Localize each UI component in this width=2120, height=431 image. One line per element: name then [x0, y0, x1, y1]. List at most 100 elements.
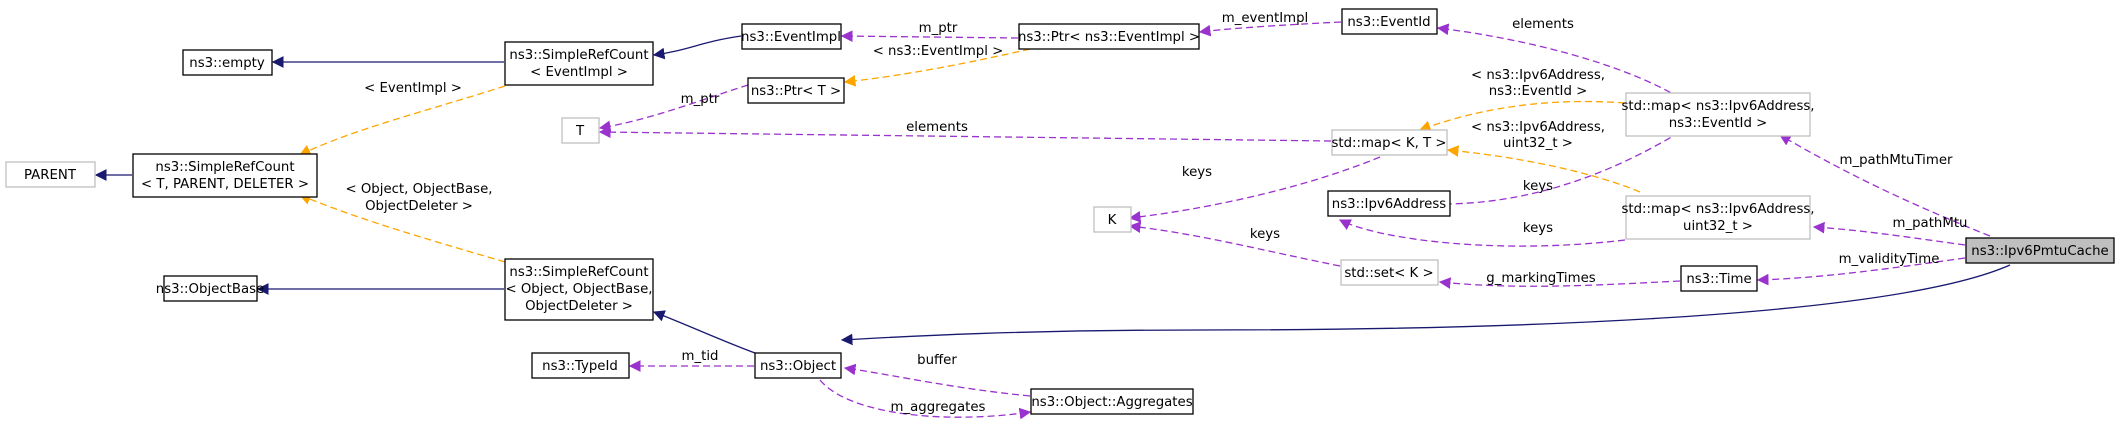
- edge-label-keys-2: keys: [1523, 179, 1553, 194]
- edge-label-eventimpl-tmpl: < EventImpl >: [364, 81, 462, 96]
- edge-label-m-ptr-1: m_ptr: [919, 21, 958, 36]
- node-set-k[interactable]: std::set< K >: [1340, 259, 1439, 286]
- edge-m-ptr-eventimpl: [840, 30, 1019, 42]
- node-objectbase-label: ns3::ObjectBase: [156, 282, 264, 297]
- node-simplerefcount-object[interactable]: ns3::SimpleRefCount < Object, ObjectBase…: [504, 258, 654, 321]
- edges: [94, 21, 2011, 420]
- edge-label-m-pathmtu: m_pathMtu: [1893, 216, 1968, 231]
- node-eventimpl[interactable]: ns3::EventImpl: [741, 23, 842, 50]
- edge-object-to-simplerefcount-object: [652, 310, 756, 354]
- node-t-label: T: [575, 124, 585, 139]
- node-eventid[interactable]: ns3::EventId: [1341, 8, 1438, 35]
- edge-pathmtutimer: [1778, 134, 1991, 237]
- node-simplerefcount-object-line-1: ns3::SimpleRefCount: [509, 265, 648, 280]
- node-map-kt[interactable]: std::map< K, T >: [1331, 129, 1448, 156]
- edge-g-markingtimes: [1438, 277, 1681, 289]
- node-ipv6address-label: ns3::Ipv6Address: [1332, 197, 1446, 212]
- edge-pathmtu: [1812, 221, 1966, 246]
- edge-label-tmpl-uint32-1: < ns3::Ipv6Address,: [1471, 120, 1605, 135]
- edge-eventimpl-to-simplerefcount: [652, 35, 742, 60]
- node-ptr-eventimpl[interactable]: ns3::Ptr< ns3::EventImpl >: [1018, 23, 1200, 50]
- edge-label-m-tid: m_tid: [682, 349, 719, 364]
- edge-keys-uint32-ipv6: [1338, 219, 1626, 247]
- node-simplerefcount-tpd[interactable]: ns3::SimpleRefCount < T, PARENT, DELETER…: [132, 153, 318, 198]
- node-ipv6pmtucache[interactable]: ns3::Ipv6PmtuCache: [1965, 237, 2115, 264]
- edge-label-g-markingtimes: g_markingTimes: [1486, 271, 1595, 286]
- edge-label-m-ptr-2: m_ptr: [681, 92, 720, 107]
- edge-keys-eventid-ipv6: [1434, 131, 1681, 210]
- edge-keys-set-k: [1128, 221, 1341, 267]
- node-simplerefcount-tpd-line-2: < T, PARENT, DELETER >: [141, 177, 309, 192]
- node-set-k-label: std::set< K >: [1344, 266, 1433, 281]
- node-map-eventid[interactable]: std::map< ns3::Ipv6Address, ns3::EventId…: [1621, 92, 1815, 137]
- node-ptr-eventimpl-label: ns3::Ptr< ns3::EventImpl >: [1018, 30, 1200, 45]
- node-ptr-t[interactable]: ns3::Ptr< T >: [747, 77, 845, 104]
- node-map-kt-label: std::map< K, T >: [1331, 136, 1446, 151]
- edge-label-elements-1: elements: [906, 120, 968, 135]
- edge-buffer: [843, 363, 1031, 397]
- edge-label-tmpl-object-2: ObjectDeleter >: [365, 199, 473, 214]
- node-map-uint32-line-1: std::map< ns3::Ipv6Address,: [1621, 202, 1814, 217]
- node-t[interactable]: T: [561, 117, 600, 144]
- node-k-label: K: [1108, 213, 1117, 228]
- edge-label-tmpl-eventid-1: < ns3::Ipv6Address,: [1471, 68, 1605, 83]
- edge-ipv6pmtucache-to-object: [840, 264, 2011, 346]
- node-parent-label: PARENT: [24, 168, 77, 183]
- edge-label-buffer: buffer: [917, 353, 957, 368]
- node-typeid-label: ns3::TypeId: [542, 359, 618, 374]
- edge-m-ptr-t: [598, 84, 749, 133]
- node-objectbase[interactable]: ns3::ObjectBase: [156, 275, 264, 302]
- edge-tmpl-ptr-eventimpl: [843, 48, 1031, 87]
- node-simplerefcount-eventimpl-line-2: < EventImpl >: [530, 65, 628, 80]
- edge-label-keys-3: keys: [1523, 221, 1553, 236]
- node-ipv6pmtucache-label: ns3::Ipv6PmtuCache: [1971, 244, 2108, 259]
- node-map-eventid-line-2: ns3::EventId >: [1669, 116, 1768, 131]
- node-aggregates[interactable]: ns3::Object::Aggregates: [1030, 388, 1194, 415]
- edge-tmpl-simplerefcount-object: [298, 193, 506, 263]
- node-object-label: ns3::Object: [760, 359, 836, 374]
- node-ipv6address[interactable]: ns3::Ipv6Address: [1327, 190, 1451, 217]
- edge-label-m-eventimpl: m_eventImpl: [1222, 11, 1308, 26]
- edge-tmpl-map-uint32: [1446, 145, 1641, 193]
- node-aggregates-label: ns3::Object::Aggregates: [1031, 395, 1192, 410]
- node-typeid[interactable]: ns3::TypeId: [531, 352, 630, 379]
- node-parent[interactable]: PARENT: [5, 161, 96, 188]
- edge-keys-map-k: [1128, 156, 1381, 223]
- node-k[interactable]: K: [1093, 206, 1132, 233]
- node-ptr-t-label: ns3::Ptr< T >: [751, 84, 841, 99]
- node-time[interactable]: ns3::Time: [1680, 265, 1758, 292]
- node-map-uint32-line-2: uint32_t >: [1683, 219, 1753, 234]
- node-empty[interactable]: ns3::empty: [182, 49, 273, 76]
- node-time-label: ns3::Time: [1686, 272, 1751, 287]
- node-object[interactable]: ns3::Object: [754, 352, 842, 379]
- edge-label-tmpl-eventid-2: ns3::EventId >: [1489, 84, 1588, 99]
- node-eventid-label: ns3::EventId: [1347, 15, 1430, 30]
- edge-labels: m_ptr m_eventImpl < ns3::EventImpl > m_p…: [345, 11, 1967, 415]
- edge-tmpl-map-eventid: [1418, 100, 1626, 132]
- edge-label-tmpl-uint32-2: uint32_t >: [1503, 136, 1573, 151]
- edge-label-tmpl-object-1: < Object, ObjectBase,: [345, 182, 492, 197]
- edge-label-keys-4: keys: [1250, 227, 1280, 242]
- node-map-eventid-line-1: std::map< ns3::Ipv6Address,: [1621, 99, 1814, 114]
- node-empty-label: ns3::empty: [189, 56, 265, 71]
- node-map-uint32[interactable]: std::map< ns3::Ipv6Address, uint32_t >: [1621, 195, 1815, 240]
- edge-label-elements-2: elements: [1512, 17, 1574, 32]
- edge-m-eventimpl: [1198, 21, 1342, 37]
- node-simplerefcount-eventimpl-line-1: ns3::SimpleRefCount: [509, 48, 648, 63]
- edge-elements-t: [598, 126, 1332, 142]
- edge-label-ptr-tmpl: < ns3::EventImpl >: [873, 44, 1004, 59]
- edge-elements-eventid: [1436, 23, 1681, 99]
- edge-label-m-aggregates: m_aggregates: [891, 400, 986, 415]
- edge-validitytime: [1756, 257, 1966, 286]
- node-simplerefcount-eventimpl[interactable]: ns3::SimpleRefCount < EventImpl >: [504, 41, 654, 86]
- node-simplerefcount-tpd-line-1: ns3::SimpleRefCount: [155, 160, 294, 175]
- edge-label-m-pathmtutimer: m_pathMtuTimer: [1840, 153, 1953, 168]
- edge-label-m-validitytime: m_validityTime: [1839, 252, 1940, 267]
- nodes: ns3::empty ns3::SimpleRefCount < EventIm…: [5, 8, 2115, 415]
- node-simplerefcount-object-line-2: < Object, ObjectBase,: [505, 282, 652, 297]
- edge-m-aggregates: [819, 379, 1032, 420]
- node-eventimpl-label: ns3::EventImpl: [741, 30, 841, 45]
- edge-tmpl-simplerefcount-eventimpl: [298, 85, 506, 156]
- edge-label-keys-1: keys: [1182, 165, 1212, 180]
